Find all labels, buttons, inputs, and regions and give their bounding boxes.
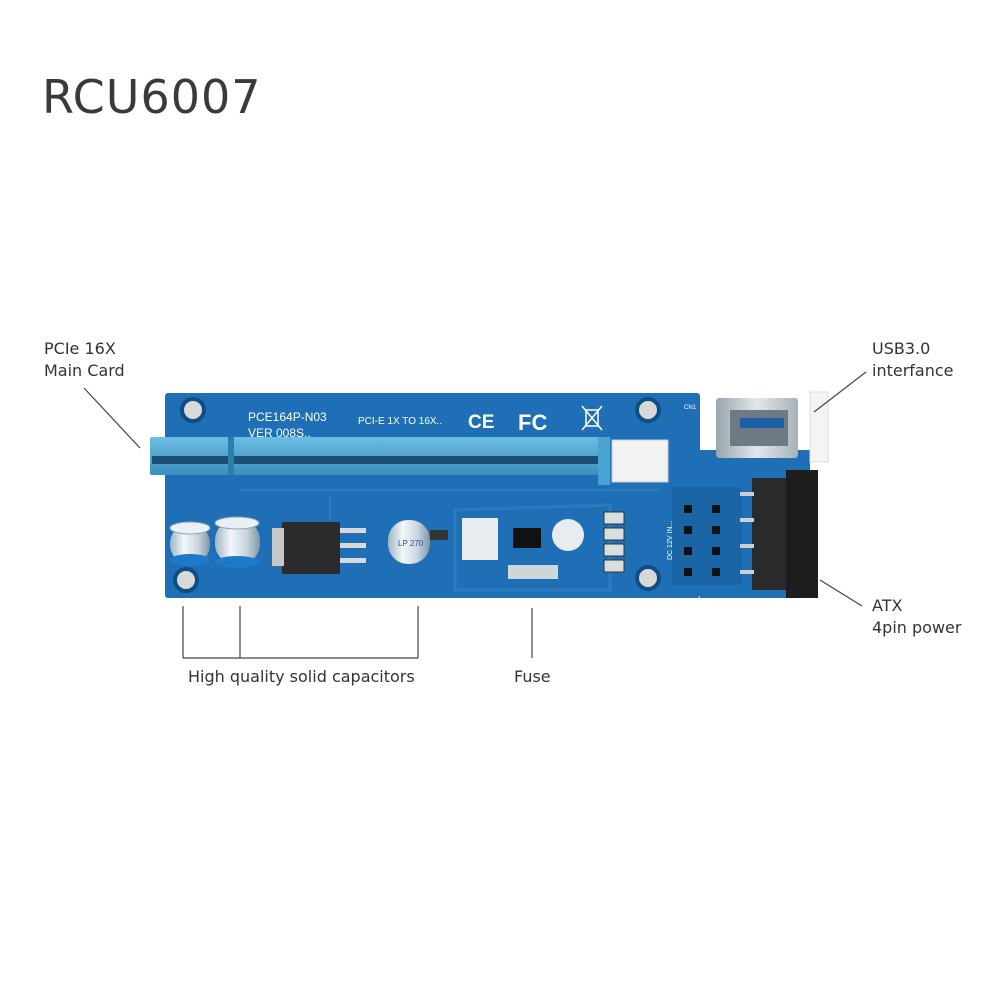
page-title: RCU6007 [42,70,262,124]
atx-power-label: ATX 4pin power [872,595,961,639]
ce-mark: CE [468,412,494,433]
weee-bin-icon [581,405,603,431]
fc-mark: FC [518,410,547,435]
atx-power-line-1: ATX [872,596,903,615]
pcie-main-card-label: PCIe 16X Main Card [44,338,125,382]
slot-text: PCI-E 1X TO 16X.. [358,416,442,427]
board-model: PCE164P-N03 [248,410,327,424]
voltage-regulator [272,522,366,574]
fuse-and-ic [430,518,584,579]
usb-interface-line-2: interfance [872,361,954,380]
atx-power-line-2: 4pin power [872,618,962,637]
capacitor-text: LP 270 [398,539,424,548]
pcie-main-card-line-2: Main Card [44,361,125,380]
pcie-main-card-line-1: PCIe 16X [44,339,116,358]
diode-array [603,511,625,573]
atx-power-connector [740,470,818,598]
usb-interface-label: USB3.0 interfance [872,338,954,382]
pcie-16x-slot [150,437,610,485]
mounting-holes [173,397,661,593]
board-version: VER 008S.. [248,426,311,440]
slot-retention-clip [611,439,669,483]
usb3-port [716,391,829,463]
dc-label: DC 12V IN... [667,521,674,560]
usb-interface-line-1: USB3.0 [872,339,931,358]
fuse-label: Fuse [514,667,551,686]
pin-header [684,505,720,576]
solid-capacitors [169,516,260,568]
cn-label: CN1 [684,405,697,411]
capacitors-label: High quality solid capacitors [188,667,415,686]
polymer-capacitor: LP 270 [388,520,430,564]
